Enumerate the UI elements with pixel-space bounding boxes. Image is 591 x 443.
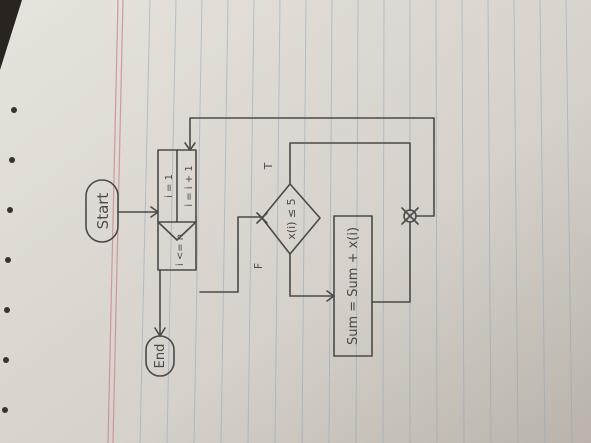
arrow-decision-false — [289, 253, 335, 297]
arrowhead-loopback — [184, 142, 196, 151]
arrow-decision-true — [289, 142, 411, 211]
ruled-lines — [139, 0, 573, 443]
spiral-holes — [2, 107, 17, 413]
decision-label: x(i) ≤ 5 — [285, 198, 298, 239]
loop-condition-chevron — [157, 221, 197, 241]
loop-condition-label: i <= n — [175, 234, 186, 266]
start-label: Start — [94, 193, 112, 230]
arrow-process-to-join — [371, 221, 411, 303]
end-terminator — [145, 335, 175, 377]
arrow-loopback — [189, 117, 435, 217]
true-branch-label: T — [262, 162, 275, 170]
start-terminator — [85, 179, 119, 243]
process-label: Sum = Sum + x(i) — [346, 227, 361, 345]
end-label: End — [153, 344, 168, 369]
loop-incr-label: i = i + 1 — [184, 165, 195, 206]
loop-init-label: i = 1 — [164, 174, 175, 198]
false-branch-label: F — [252, 263, 265, 269]
decision-diamond — [261, 183, 321, 255]
process-box — [333, 215, 373, 357]
arrow-loop-to-decision — [199, 216, 263, 293]
